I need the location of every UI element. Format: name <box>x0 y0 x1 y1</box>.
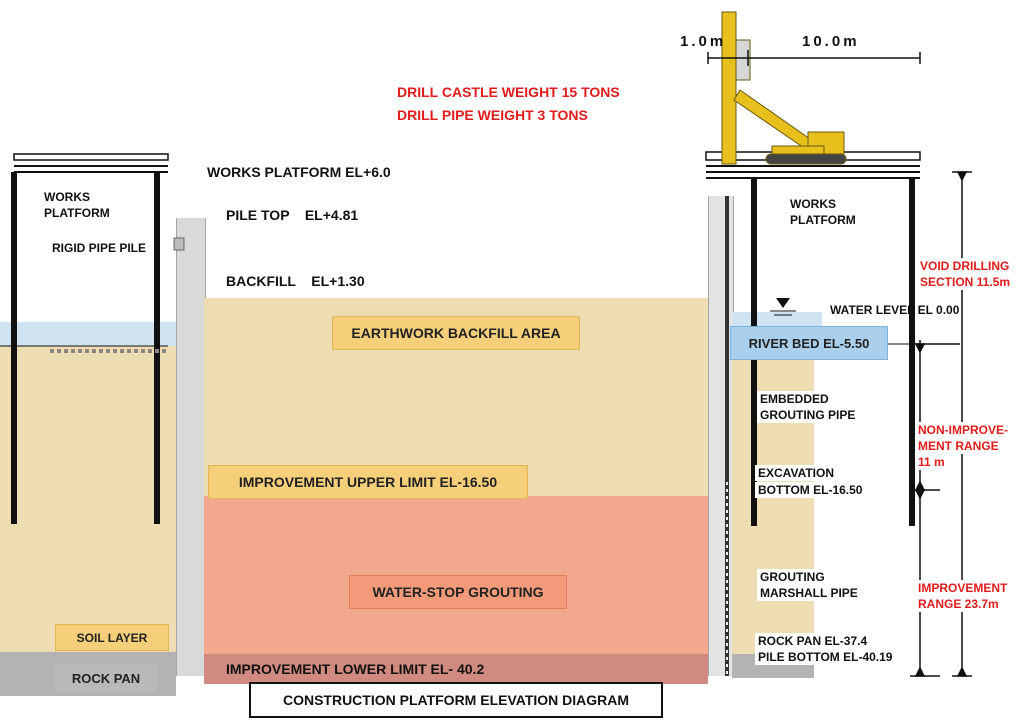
river-bed-label: RIVER BED EL-5.50 <box>730 326 888 360</box>
soil-left <box>0 346 176 652</box>
rigid-pipe-pile-label: RIGID PIPE PILE <box>50 240 149 256</box>
improvement-range-line2: RANGE 23.7m <box>918 596 999 612</box>
rock-pan-label: ROCK PAN <box>55 664 157 692</box>
left-works-platform-line1: WORKS <box>44 190 90 204</box>
void-drilling-line1: VOID DRILLING <box>920 258 1010 274</box>
right-works-platform-line1: WORKS <box>790 197 836 211</box>
non-improvement-line3: 11 m <box>918 454 945 470</box>
grouting-line1: GROUTING <box>757 569 828 585</box>
drill-castle-weight: DRILL CASTLE WEIGHT 15 TONS <box>397 84 620 100</box>
left-works-platform-line2: PLATFORM <box>44 206 110 220</box>
earthwork-backfill-label: EARTHWORK BACKFILL AREA <box>332 316 580 350</box>
works-platform-elevation: WORKS PLATFORM EL+6.0 <box>207 164 391 180</box>
non-improvement-line1: NON-IMPROVE- <box>918 422 1008 438</box>
pile-top-elevation: PILE TOP EL+4.81 <box>226 207 359 223</box>
right-works-platform-line2: PLATFORM <box>790 213 856 227</box>
pile-bottom-elevation: PILE BOTTOM EL-40.19 <box>755 649 896 665</box>
diagram-title: CONSTRUCTION PLATFORM ELEVATION DIAGRAM <box>249 682 663 718</box>
improvement-range-line1: IMPROVEMENT <box>918 580 1008 596</box>
rigid-pipe-pile-column <box>176 218 206 676</box>
left-ground-line <box>0 345 168 353</box>
improvement-upper-limit-label: IMPROVEMENT UPPER LIMIT EL-16.50 <box>208 465 528 499</box>
drill-pipe-weight: DRILL PIPE WEIGHT 3 TONS <box>397 107 588 123</box>
left-platform-frame <box>11 153 169 524</box>
soil-layer-label: SOIL LAYER <box>55 624 169 651</box>
pile-anchor-icon <box>173 237 185 251</box>
embedded-line2: GROUTING PIPE <box>757 407 859 423</box>
rock-pan-zone-center <box>204 654 708 684</box>
drilling-rig <box>721 11 847 165</box>
rock-pan-elevation: ROCK PAN EL-37.4 <box>755 633 871 649</box>
embedded-line1: EMBEDDED <box>757 391 832 407</box>
improvement-lower-limit-label: IMPROVEMENT LOWER LIMIT EL- 40.2 <box>226 661 485 677</box>
backfill-elevation: BACKFILL EL+1.30 <box>226 273 365 289</box>
dim-left-label: 1.0m <box>680 33 727 50</box>
water-stop-grouting-label: WATER-STOP GROUTING <box>349 575 567 609</box>
non-improvement-line2: MENT RANGE <box>918 438 999 454</box>
excavation-line1: EXCAVATION <box>755 465 838 481</box>
excavation-line2: BOTTOM EL-16.50 <box>755 482 866 498</box>
water-level-label: WATER LEVEL EL 0.00 <box>830 303 960 317</box>
top-dimension-lines <box>707 50 921 66</box>
grouting-line2: MARSHALL PIPE <box>757 585 861 601</box>
water-strip-left <box>0 322 176 346</box>
water-level-marker <box>770 298 796 316</box>
dim-right-label: 10.0m <box>802 33 860 50</box>
void-drilling-line2: SECTION 11.5m <box>920 274 1011 290</box>
